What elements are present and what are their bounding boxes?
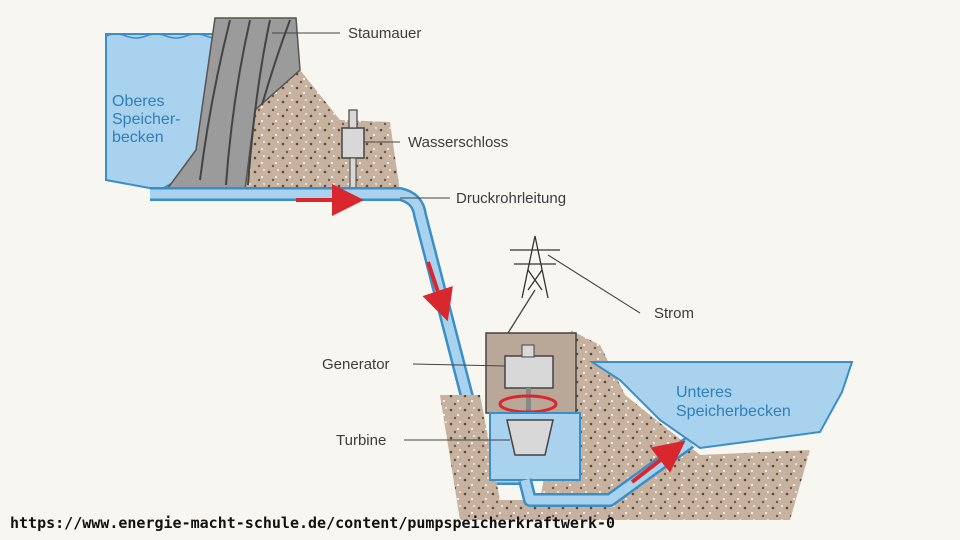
label-upper-reservoir-1: Oberes bbox=[112, 93, 164, 110]
label-lower-reservoir-2: Speicherbecken bbox=[676, 403, 791, 420]
label-penstock: Druckrohrleitung bbox=[456, 190, 566, 207]
label-lower-reservoir-1: Unteres bbox=[676, 384, 732, 401]
lower-ground bbox=[440, 330, 810, 520]
label-turbine: Turbine bbox=[336, 432, 386, 449]
surge-tank bbox=[341, 127, 365, 159]
upper-water-surface bbox=[105, 33, 227, 39]
label-surge-tank: Wasserschloss bbox=[408, 134, 508, 151]
source-url: https://www.energie-macht-schule.de/cont… bbox=[10, 514, 615, 532]
lower-reservoir bbox=[588, 361, 854, 450]
upper-ground bbox=[240, 70, 400, 192]
turbine bbox=[506, 419, 554, 456]
label-generator: Generator bbox=[322, 356, 390, 373]
label-upper-reservoir-3: becken bbox=[112, 129, 164, 146]
flow-arrow-penstock bbox=[422, 261, 453, 322]
label-dam: Staumauer bbox=[348, 25, 421, 42]
power-pylon-icon bbox=[510, 235, 560, 299]
label-upper-reservoir-2: Speicher- bbox=[112, 111, 180, 128]
flow-arrow-tailrace bbox=[630, 440, 686, 484]
label-power: Strom bbox=[654, 305, 694, 322]
generator bbox=[504, 355, 554, 389]
